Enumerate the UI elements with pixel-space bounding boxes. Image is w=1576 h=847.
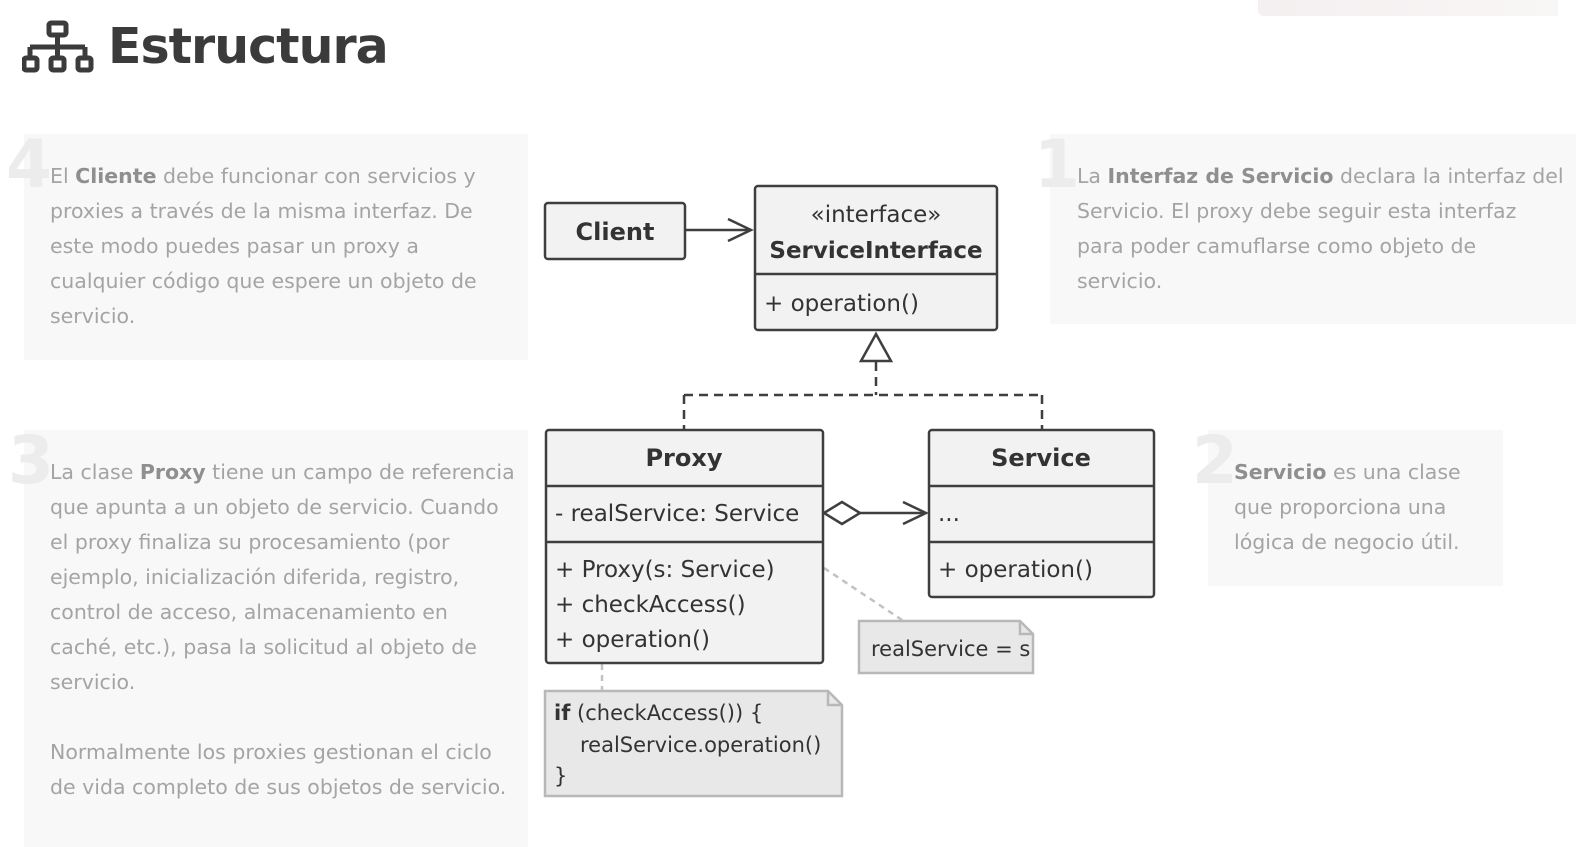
- corner-decoration: [1258, 0, 1558, 16]
- class-method: + Proxy(s: Service): [555, 557, 775, 583]
- class-client: Client: [543, 201, 687, 261]
- class-name: Proxy: [645, 444, 722, 472]
- interface-description: 1 La Interfaz de Servicio declara la int…: [1034, 132, 1576, 324]
- step-number: 1: [1034, 126, 1080, 203]
- description-text: La Interfaz de Servicio declara la inter…: [1077, 164, 1564, 293]
- class-field: - realService: Service: [555, 501, 799, 527]
- note-code-line-1: if (checkAccess()) {: [554, 701, 763, 725]
- note-text: realService = s: [871, 637, 1030, 661]
- note-operation: if (checkAccess()) { realService.operati…: [543, 689, 844, 798]
- class-method: + checkAccess(): [555, 592, 746, 618]
- note-code-line-3: }: [554, 764, 567, 788]
- client-dependency-arrow: [686, 217, 754, 243]
- client-description: 4 El Cliente debe funcionar con servicio…: [6, 132, 528, 360]
- proxy-description: 3 La clase Proxy tiene un campo de refer…: [8, 428, 528, 847]
- class-service-interface: «interface» ServiceInterface + operation…: [753, 184, 999, 332]
- note-constructor: realService = s: [857, 619, 1035, 675]
- class-name: Client: [576, 218, 655, 246]
- class-name: ServiceInterface: [769, 238, 982, 264]
- class-method: + operation(): [764, 291, 919, 317]
- realization-connector: [682, 362, 1044, 429]
- interface-stereotype: «interface»: [811, 202, 942, 228]
- description-text: La clase Proxy tiene un campo de referen…: [50, 455, 520, 805]
- class-method: + operation(): [555, 627, 710, 653]
- sitemap-icon: [22, 20, 94, 73]
- class-service: Service ... + operation(): [927, 428, 1156, 599]
- description-text: Servicio es una clase que proporciona un…: [1234, 460, 1461, 554]
- description-text: El Cliente debe funcionar con servicios …: [50, 164, 477, 328]
- realization-arrowhead: [858, 331, 894, 363]
- service-description: 2 Servicio es una clase que proporciona …: [1192, 428, 1503, 586]
- page-title: Estructura: [108, 18, 389, 75]
- step-number: 2: [1192, 422, 1238, 499]
- step-number: 3: [8, 422, 54, 499]
- class-proxy: Proxy - realService: Service + Proxy(s: …: [544, 428, 825, 665]
- step-number: 4: [6, 126, 52, 203]
- class-field: ...: [938, 501, 960, 527]
- aggregation-arrow: [821, 500, 929, 526]
- class-method: + operation(): [938, 557, 1093, 583]
- note-code-line-2: realService.operation(): [580, 733, 821, 757]
- class-name: Service: [991, 444, 1091, 472]
- section-header: Estructura: [22, 14, 622, 84]
- note-link-constructor: [823, 566, 903, 622]
- description-paragraph-2: Normalmente los proxies gestionan el cic…: [50, 740, 507, 799]
